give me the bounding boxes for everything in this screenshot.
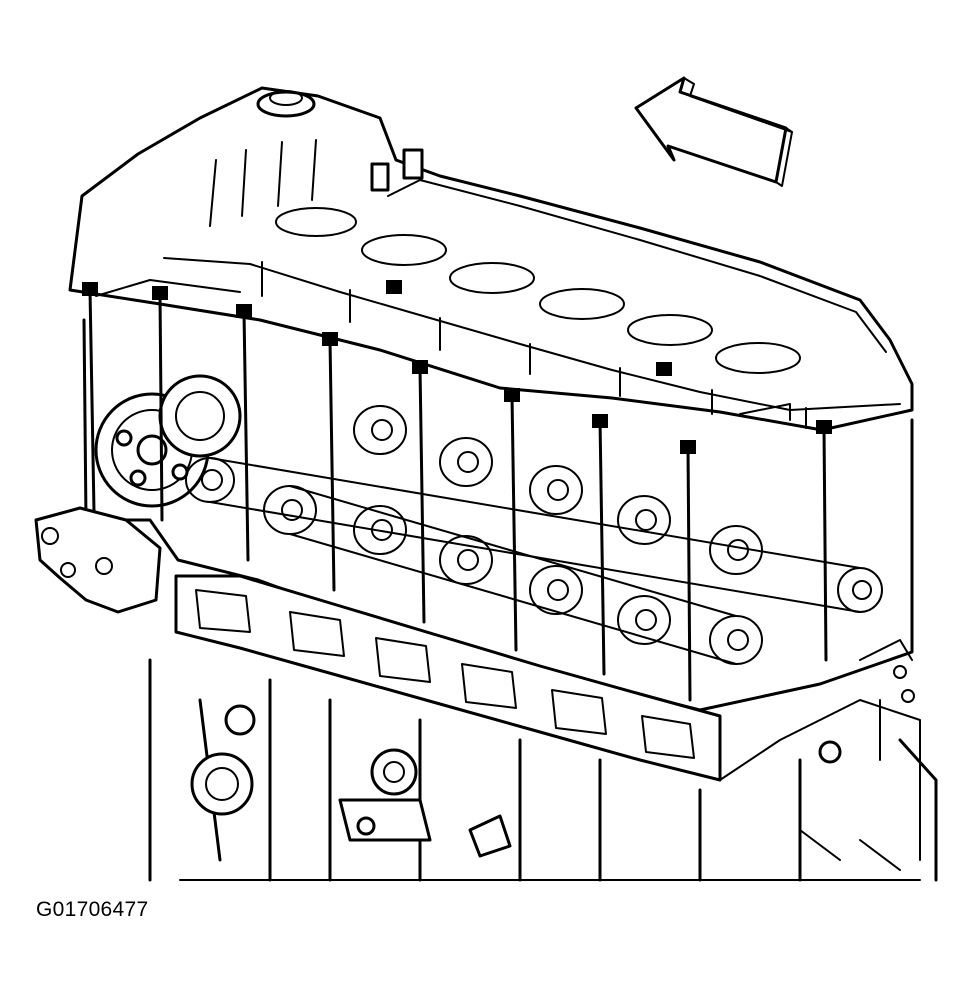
cylinder-head [82, 280, 914, 712]
engine-block [148, 639, 938, 882]
cam-cover [68, 86, 914, 432]
direction-arrow-icon [634, 76, 793, 187]
exhaust-flange [174, 574, 722, 782]
front-bracket [34, 506, 162, 614]
figure-code: G01706477 [36, 898, 149, 921]
